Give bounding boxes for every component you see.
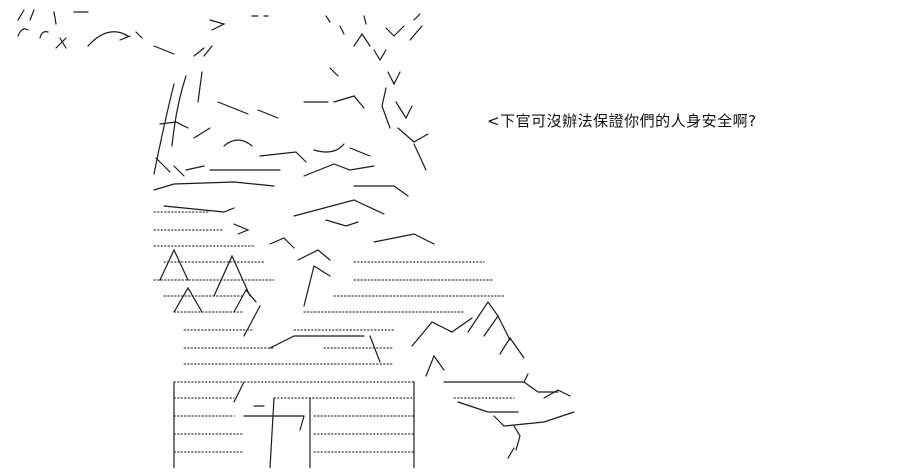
hair-strokes-left [17, 9, 213, 57]
body-outline [159, 248, 525, 468]
ascii-art-figure [17, 9, 575, 468]
face-features [233, 219, 435, 261]
hair-strokes-right [209, 13, 423, 86]
head-outline [153, 71, 429, 217]
dialogue-text: <下官可沒辦法保證你們的人身安全啊? [487, 112, 757, 130]
arm-hand [443, 373, 575, 459]
